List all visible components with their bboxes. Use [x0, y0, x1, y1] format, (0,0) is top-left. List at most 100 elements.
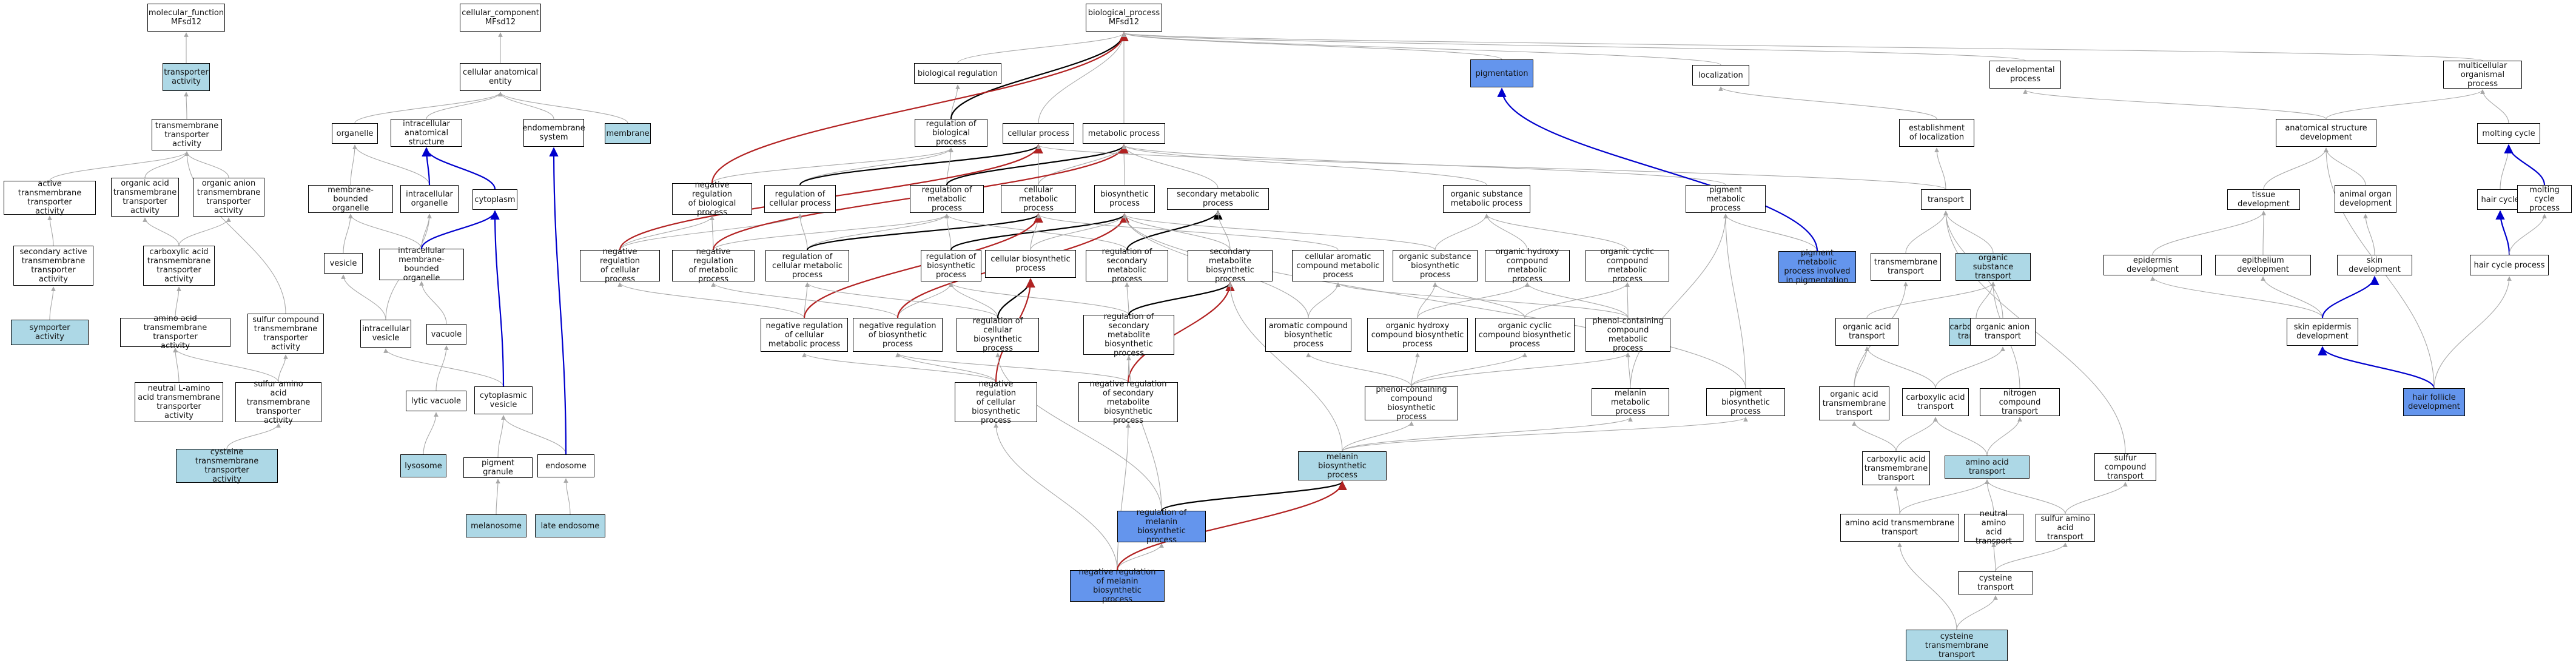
node-cmp[interactable]: cellular metabolic process: [1001, 185, 1076, 213]
node-ves[interactable]: vesicle: [324, 253, 363, 274]
node-melmp[interactable]: melanin metabolic process: [1592, 388, 1669, 416]
node-le[interactable]: late endosome: [535, 514, 605, 537]
node-atta[interactable]: active transmembrane transporter activit…: [4, 180, 96, 216]
node-nct[interactable]: nitrogen compound transport: [1980, 388, 2060, 416]
node-nrsmbp[interactable]: negative regulation of secondary metabol…: [1078, 380, 1178, 425]
node-nlaa[interactable]: neutral L-amino acid transmembrane trans…: [135, 382, 223, 422]
node-ost[interactable]: organic substance transport: [1956, 253, 2031, 281]
node-imbo[interactable]: intracellular membrane-bounded organelle: [379, 246, 464, 283]
node-naat[interactable]: neutral amino acid transport: [1964, 510, 2023, 546]
node-tmt[interactable]: transmembrane transport: [1871, 253, 1941, 281]
node-cystmt[interactable]: cysteine transmembrane transport: [1906, 630, 2008, 661]
node-pccbp[interactable]: phenol-containing compound biosynthetic …: [1365, 385, 1458, 422]
node-oatta[interactable]: organic acid transmembrane transporter a…: [111, 178, 179, 217]
node-sked[interactable]: skin epidermis development: [2287, 318, 2358, 346]
node-mf[interactable]: molecular_function MFsd12: [147, 4, 225, 32]
node-cc[interactable]: cellular_component MFsd12: [460, 4, 541, 32]
node-hc[interactable]: hair cycle: [2477, 189, 2523, 210]
node-nrbp[interactable]: negative regulation of biological proces…: [672, 181, 752, 217]
node-aatmt[interactable]: amino acid transmembrane transport: [1840, 514, 1959, 542]
node-cata[interactable]: carboxylic acid transmembrane transporte…: [143, 246, 215, 286]
node-loc[interactable]: localization: [1692, 65, 1749, 86]
node-mel[interactable]: melanosome: [466, 514, 526, 537]
node-bsp[interactable]: biosynthetic process: [1094, 185, 1155, 213]
node-rsmp[interactable]: regulation of secondary metabolic proces…: [1086, 247, 1168, 284]
node-aatta[interactable]: amino acid transmembrane transporter act…: [120, 314, 230, 351]
node-mem[interactable]: membrane: [605, 123, 651, 144]
node-catmt[interactable]: carboxylic acid transmembrane transport: [1862, 451, 1930, 485]
node-occmp[interactable]: organic cyclic compound metabolic proces…: [1586, 247, 1669, 284]
node-acbp[interactable]: aromatic compound biosynthetic process: [1265, 318, 1351, 352]
node-sympa[interactable]: symporter activity: [11, 320, 89, 345]
node-rcmp[interactable]: regulation of cellular metabolic process: [765, 250, 849, 281]
node-rsmbp[interactable]: regulation of secondary metabolite biosy…: [1083, 312, 1174, 358]
node-rmp[interactable]: regulation of metabolic process: [910, 185, 984, 213]
node-oant[interactable]: organic anion transport: [1970, 318, 2036, 346]
node-epd[interactable]: epidermis development: [2104, 255, 2202, 275]
node-mbo[interactable]: membrane-bounded organelle: [308, 185, 393, 213]
node-oat[interactable]: organic acid transport: [1835, 318, 1898, 346]
node-ivs[interactable]: intracellular vesicle: [360, 320, 411, 348]
node-satta[interactable]: secondary active transmembrane transport…: [13, 246, 93, 286]
node-lvac[interactable]: lytic vacuole: [406, 391, 466, 411]
node-cp[interactable]: cellular process: [1003, 123, 1074, 144]
node-ems[interactable]: endomembrane system: [522, 119, 585, 147]
node-skd[interactable]: skin development: [2337, 255, 2412, 275]
node-tmta[interactable]: transmembrane transporter activity: [152, 119, 222, 150]
node-ias[interactable]: intracellular anatomical structure: [391, 119, 462, 147]
node-aod[interactable]: animal organ development: [2335, 185, 2396, 213]
node-pccmp[interactable]: phenol-containing compound metabolic pro…: [1586, 317, 1670, 353]
node-occbp[interactable]: organic cyclic compound biosynthetic pro…: [1475, 318, 1575, 352]
node-ohcmp[interactable]: organic hydroxy compound metabolic proce…: [1485, 247, 1570, 284]
node-asd[interactable]: anatomical structure development: [2276, 119, 2376, 147]
node-rbp[interactable]: regulation of biological process: [915, 119, 987, 147]
node-nrcmp[interactable]: negative regulation of cellular metaboli…: [761, 318, 848, 352]
node-breg[interactable]: biological regulation: [914, 63, 1001, 84]
node-hfd[interactable]: hair follicle development: [2403, 388, 2465, 416]
node-molt[interactable]: molting cycle: [2477, 123, 2540, 144]
node-osbp[interactable]: organic substance biosynthetic process: [1393, 250, 1478, 281]
node-org[interactable]: organelle: [332, 123, 378, 144]
node-epi[interactable]: epithelium development: [2215, 255, 2311, 275]
node-endo[interactable]: endosome: [537, 454, 594, 477]
node-cyt[interactable]: cytoplasm: [472, 189, 517, 210]
node-cacmp[interactable]: cellular aromatic compound metabolic pro…: [1292, 250, 1384, 281]
node-osmp[interactable]: organic substance metabolic process: [1443, 185, 1530, 213]
node-nrcp[interactable]: negative regulation of cellular process: [580, 247, 660, 284]
node-oanta[interactable]: organic anion transmembrane transporter …: [193, 178, 264, 217]
node-eloc[interactable]: establishment of localization: [1899, 119, 1974, 147]
node-aat[interactable]: amino acid transport: [1945, 456, 2030, 479]
node-cbsp[interactable]: cellular biosynthetic process: [985, 250, 1076, 278]
node-cyv[interactable]: cytoplasmic vesicle: [474, 386, 533, 414]
node-rmbp[interactable]: regulation of melanin biosynthetic proce…: [1117, 508, 1206, 545]
node-lys[interactable]: lysosome: [400, 454, 446, 477]
node-bp[interactable]: biological_process MFsd12: [1086, 4, 1162, 32]
node-nrbsp[interactable]: negative regulation of biosynthetic proc…: [853, 318, 943, 352]
node-saat[interactable]: sulfur amino acid transport: [2036, 514, 2095, 542]
node-ohcbp[interactable]: organic hydroxy compound biosynthetic pr…: [1367, 318, 1468, 352]
node-trans[interactable]: transport: [1921, 189, 1971, 210]
node-mcp[interactable]: molting cycle process: [2517, 185, 2572, 213]
node-cae[interactable]: cellular anatomical entity: [460, 63, 541, 91]
node-saata[interactable]: sulfur amino acid transmembrane transpor…: [235, 380, 321, 425]
node-io[interactable]: intracellular organelle: [400, 185, 459, 213]
node-cyst[interactable]: cysteine transport: [1958, 571, 2033, 594]
node-hcp[interactable]: hair cycle process: [2470, 255, 2549, 275]
node-pg[interactable]: pigment granule: [463, 457, 533, 478]
node-vac[interactable]: vacuole: [426, 324, 466, 345]
node-melbp[interactable]: melanin biosynthetic process: [1298, 451, 1387, 480]
node-pig[interactable]: pigmentation: [1470, 59, 1533, 87]
node-cysta[interactable]: cysteine transmembrane transporter activ…: [176, 448, 278, 484]
node-smbp[interactable]: secondary metabolite biosynthetic proces…: [1188, 247, 1273, 284]
node-rcbsp[interactable]: regulation of cellular biosynthetic proc…: [957, 317, 1039, 353]
node-cat[interactable]: carboxylic acid transport: [1902, 388, 1969, 416]
node-tdev[interactable]: tissue development: [2227, 189, 2300, 210]
node-ta[interactable]: transporter activity: [163, 63, 210, 91]
node-pbsp[interactable]: pigment biosynthetic process: [1706, 388, 1785, 416]
node-pmp[interactable]: pigment metabolic process: [1686, 185, 1766, 213]
node-dev[interactable]: developmental process: [1989, 61, 2061, 89]
node-pmpip[interactable]: pigment metabolic process involved in pi…: [1778, 249, 1856, 285]
node-nrmp[interactable]: negative regulation of metabolic process: [672, 247, 755, 284]
node-mcop[interactable]: multicellular organismal process: [2443, 61, 2522, 89]
node-nrcbsp[interactable]: negative regulation of cellular biosynth…: [955, 380, 1037, 425]
